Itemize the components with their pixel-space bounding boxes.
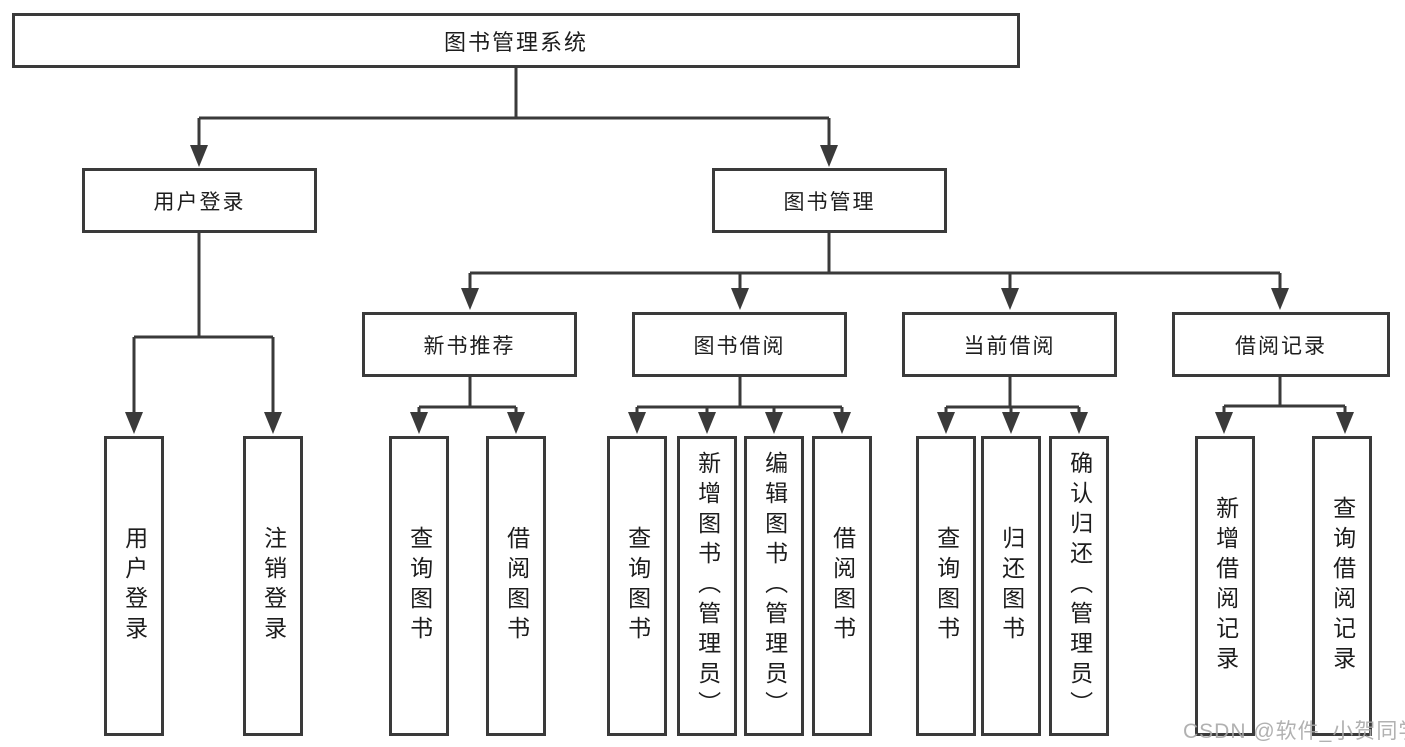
arrowhead-down-icon (507, 412, 525, 434)
arrowhead-down-icon (698, 412, 716, 434)
node-label: 确认归还（管理员） (1066, 451, 1093, 721)
arrowhead-down-icon (410, 412, 428, 434)
connector-current-borrow-children (937, 377, 1088, 434)
node-label: 查询借阅记录 (1329, 496, 1356, 676)
node-label: 图书借阅 (693, 334, 786, 358)
node-label: 新增图书（管理员） (694, 451, 721, 721)
arrowhead-down-icon (731, 288, 749, 310)
node-label: 新增借阅记录 (1212, 496, 1239, 676)
node-user-login: 用户登录 (82, 168, 317, 233)
node-leaf-user-login: 用户登录 (104, 436, 164, 736)
arrowhead-down-icon (937, 412, 955, 434)
arrowhead-down-icon (820, 145, 838, 167)
node-label: 当前借阅 (963, 334, 1056, 358)
connector-root-to-level2 (190, 68, 838, 167)
node-leaf-query-books-1: 查询图书 (389, 436, 449, 736)
arrowhead-down-icon (1271, 288, 1289, 310)
node-leaf-borrow-books-2: 借阅图书 (812, 436, 872, 736)
node-leaf-add-books-admin: 新增图书（管理员） (677, 436, 737, 736)
arrowhead-down-icon (190, 145, 208, 167)
arrowhead-down-icon (1215, 412, 1233, 434)
node-leaf-query-borrow-record: 查询借阅记录 (1312, 436, 1372, 736)
node-book-management: 图书管理 (712, 168, 947, 233)
node-book-borrowing: 图书借阅 (632, 312, 847, 377)
node-leaf-add-borrow-record: 新增借阅记录 (1195, 436, 1255, 736)
node-label: 查询图书 (933, 526, 960, 646)
node-label: 注销登录 (260, 526, 287, 646)
node-root-system: 图书管理系统 (12, 13, 1020, 68)
arrowhead-down-icon (1070, 412, 1088, 434)
connector-book-borrow-children (628, 377, 851, 434)
connector-borrow-records-children (1215, 377, 1354, 434)
node-label: 图书管理系统 (443, 29, 588, 55)
node-label: 借阅图书 (503, 526, 530, 646)
arrowhead-down-icon (628, 412, 646, 434)
node-label: 借阅图书 (829, 526, 856, 646)
arrowhead-down-icon (264, 412, 282, 434)
arrowhead-down-icon (125, 412, 143, 434)
arrowhead-down-icon (765, 412, 783, 434)
node-borrowing-records: 借阅记录 (1172, 312, 1390, 377)
node-label: 借阅记录 (1235, 334, 1327, 358)
node-leaf-query-books-2: 查询图书 (607, 436, 667, 736)
arrowhead-down-icon (461, 288, 479, 310)
node-current-borrowing: 当前借阅 (902, 312, 1117, 377)
arrowhead-down-icon (1336, 412, 1354, 434)
arrowhead-down-icon (1001, 288, 1019, 310)
node-leaf-return-books: 归还图书 (981, 436, 1041, 736)
node-leaf-edit-books-admin: 编辑图书（管理员） (744, 436, 804, 736)
connector-book-mgmt-children (461, 233, 1289, 310)
node-label: 归还图书 (998, 526, 1025, 646)
node-new-book-recommend: 新书推荐 (362, 312, 577, 377)
node-leaf-confirm-return-admin: 确认归还（管理员） (1049, 436, 1109, 736)
node-label: 编辑图书（管理员） (761, 451, 788, 721)
node-leaf-logout: 注销登录 (243, 436, 303, 736)
node-label: 新书推荐 (423, 334, 516, 358)
arrowhead-down-icon (1002, 412, 1020, 434)
node-label: 用户登录 (153, 190, 246, 214)
node-label: 图书管理 (783, 190, 876, 214)
arrowhead-down-icon (833, 412, 851, 434)
node-label: 用户登录 (121, 526, 148, 646)
connector-user-login-children (125, 233, 282, 434)
node-label: 查询图书 (624, 526, 651, 646)
connector-new-book-children (410, 377, 525, 434)
node-label: 查询图书 (406, 526, 433, 646)
watermark: CSDN @软件_小贺同学 (1183, 720, 1405, 743)
node-leaf-query-books-3: 查询图书 (916, 436, 976, 736)
node-leaf-borrow-books-1: 借阅图书 (486, 436, 546, 736)
